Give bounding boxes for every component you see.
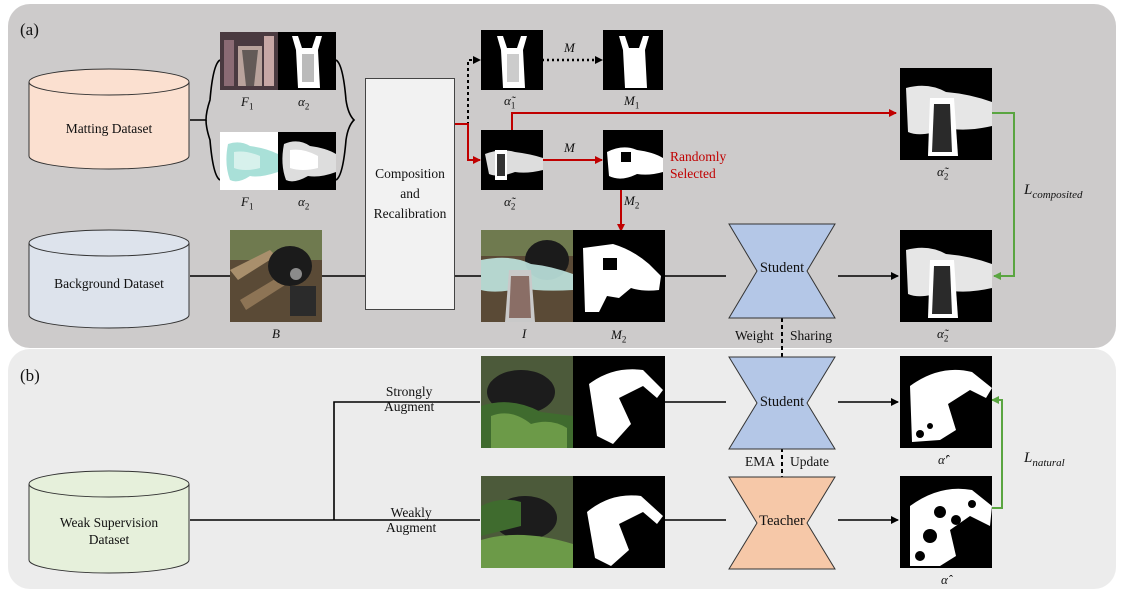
composition-recalibration-box: Composition and Recalibration	[365, 78, 455, 310]
caption-m2-bottom: M2	[611, 327, 627, 345]
panel-b-label: (b)	[20, 366, 40, 385]
alpha2-tilde-mid-image	[481, 130, 543, 190]
loss-composited: Lcomposited	[1024, 182, 1083, 201]
caption-alpha2-tilde-mid: α̃2	[504, 194, 516, 212]
teacher-network: Teacher	[727, 475, 837, 571]
foreground-f1-bottom-image	[220, 132, 278, 190]
caption-f1-top: F1	[241, 94, 254, 112]
student-b-label: Student	[759, 394, 805, 410]
matting-dataset-cylinder: Matting Dataset	[28, 68, 190, 170]
alpha2-bottom-image	[278, 132, 336, 190]
strong-augment-mask-image	[573, 356, 665, 448]
composition-line-2: and	[400, 186, 420, 201]
alpha2-tilde-right-bottom-image	[900, 230, 992, 322]
weak-dataset-label-1: Weak Supervision	[59, 515, 159, 530]
m2-mid-mask-image	[603, 130, 663, 190]
student-network-a: Student	[727, 222, 837, 320]
strong-augment-image	[481, 356, 573, 448]
arrow-label-m-mid: M	[564, 140, 575, 155]
caption-alpha2-tilde-right-bottom: α̃2	[937, 326, 949, 344]
weak-supervision-dataset-cylinder: Weak Supervision Dataset	[28, 470, 190, 574]
caption-alpha1-tilde: α̃1	[504, 93, 516, 111]
caption-m1: M1	[624, 93, 640, 111]
weakly-augment-label: Weakly Augment	[386, 505, 437, 535]
composite-i-image	[481, 230, 573, 322]
weak-dataset-label-2: Dataset	[88, 532, 130, 547]
alpha-hat-image	[900, 476, 992, 568]
caption-m2-mid: M2	[624, 193, 640, 211]
m1-mask-image	[603, 30, 663, 90]
caption-alpha-hat-prime: α̂′	[938, 452, 948, 467]
composition-line-3: Recalibration	[373, 206, 447, 221]
update-label: Update	[790, 454, 829, 469]
weak-augment-image	[481, 476, 573, 568]
teacher-label: Teacher	[759, 513, 805, 529]
caption-i: I	[522, 326, 527, 341]
matting-dataset-label: Matting Dataset	[65, 121, 153, 136]
randomly-selected-label: Randomly Selected	[670, 149, 727, 181]
student-a-label: Student	[759, 260, 805, 276]
background-b-image	[230, 230, 322, 322]
student-network-b: Student	[727, 355, 837, 451]
ema-label: EMA	[745, 454, 775, 469]
panel-a-label: (a)	[20, 20, 39, 39]
background-dataset-label: Background Dataset	[54, 276, 164, 291]
caption-alpha-hat: α̂	[941, 572, 948, 587]
strongly-augment-label: Strongly Augment	[384, 384, 435, 414]
alpha1-tilde-image	[481, 30, 543, 90]
loss-natural: Lnatural	[1024, 450, 1065, 469]
alpha2-top-image	[278, 32, 336, 90]
background-dataset-cylinder: Background Dataset	[28, 229, 190, 329]
caption-alpha2-bottom: α2	[298, 194, 310, 212]
foreground-f1-top-image	[220, 32, 278, 90]
composition-line-1: Composition	[375, 166, 445, 181]
alpha2-tilde-right-top-image	[900, 68, 992, 160]
weight-label: Weight	[735, 328, 774, 343]
m2-bottom-mask-image	[573, 230, 665, 322]
caption-f1-bottom: F1	[241, 194, 254, 212]
sharing-label: Sharing	[790, 328, 832, 343]
caption-alpha2-top: α2	[298, 94, 310, 112]
alpha-hat-prime-image	[900, 356, 992, 448]
caption-alpha2-tilde-right-top: α̃2	[937, 164, 949, 182]
arrow-label-m-top: M	[564, 40, 575, 55]
weak-augment-mask-image	[573, 476, 665, 568]
caption-b: B	[272, 326, 280, 341]
